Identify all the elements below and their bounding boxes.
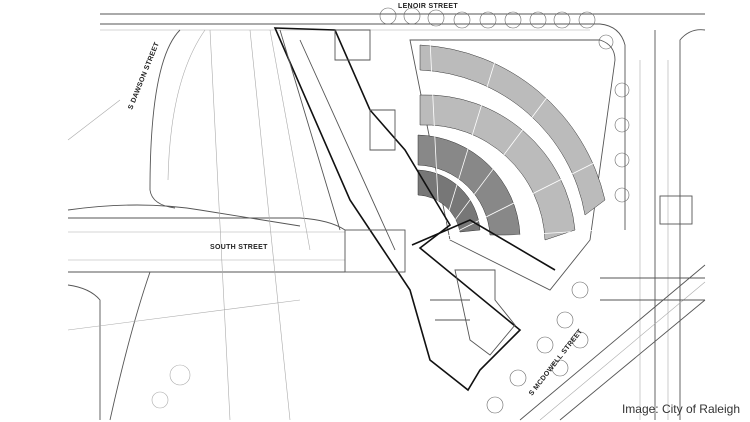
image-credit: Image: City of Raleigh: [621, 402, 740, 416]
label-mcdowell-street: S MCDOWELL STREET: [528, 328, 584, 398]
label-south-street: SOUTH STREET: [210, 244, 268, 251]
street-trees: [379, 7, 630, 414]
amphitheater-seating: [409, 39, 616, 291]
street-lines: [67, 13, 706, 421]
label-lenoir-street: LENOIR STREET: [398, 3, 458, 10]
building-footprint: [269, 27, 522, 392]
label-dawson-street: S DAWSON STREET: [127, 41, 161, 111]
